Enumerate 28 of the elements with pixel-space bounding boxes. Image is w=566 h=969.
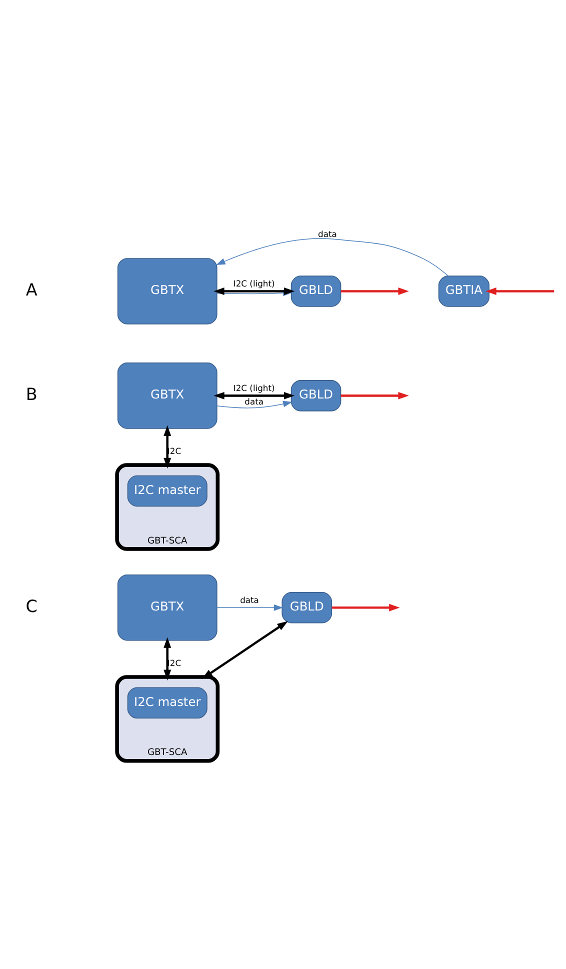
- edge-label: data: [318, 228, 337, 239]
- node-box: GBLD: [290, 380, 342, 412]
- label: A: [26, 280, 38, 300]
- edge-label: data: [240, 594, 259, 605]
- arrow: [340, 392, 409, 400]
- label: C: [26, 596, 38, 616]
- label: B: [26, 384, 38, 404]
- edge-label: I2C (light): [233, 382, 275, 393]
- edge-label: I2C (light): [233, 278, 275, 289]
- node-box: I2C master: [127, 475, 208, 507]
- node-box: GBTX: [117, 362, 218, 429]
- arrow: [216, 604, 284, 611]
- node-box: GBTX: [117, 258, 218, 324]
- arrow: [332, 604, 400, 612]
- arrow: [340, 288, 409, 295]
- arrow: [486, 288, 554, 295]
- arrow: [216, 238, 449, 276]
- node-box: GBTX: [117, 574, 218, 641]
- arrow: [216, 400, 292, 408]
- edge-label: data: [244, 396, 264, 407]
- arrow: [164, 637, 172, 680]
- arrow: [202, 621, 288, 679]
- arrow: [214, 392, 295, 400]
- node-box: GBTIA: [438, 276, 490, 307]
- arrow: [164, 425, 172, 469]
- node-box: GBLD: [282, 592, 332, 624]
- node-box: GBLD: [290, 276, 342, 307]
- node-box: I2C master: [127, 687, 208, 719]
